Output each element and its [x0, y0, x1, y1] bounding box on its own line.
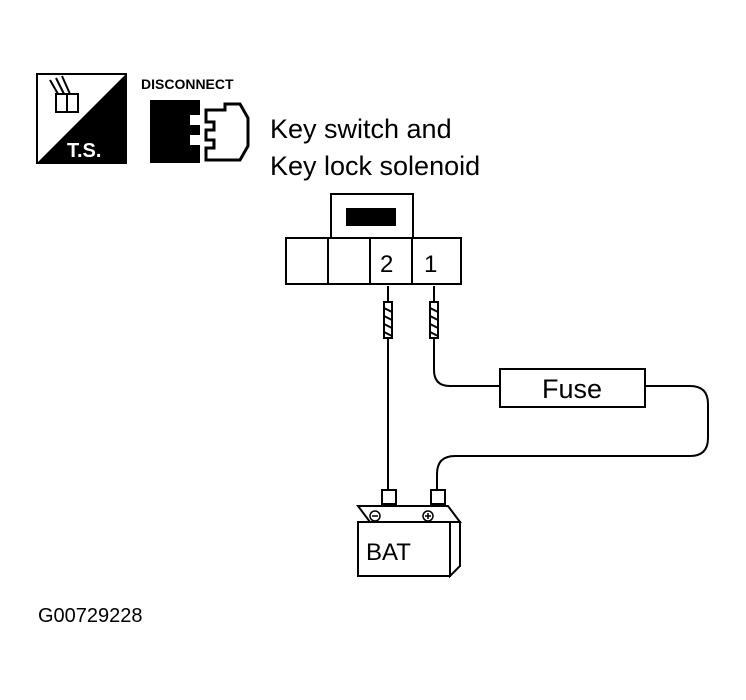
- component-label-line2: Key lock solenoid: [270, 151, 480, 181]
- fuse-label: Fuse: [542, 374, 602, 404]
- pin-1-label: 1: [424, 251, 437, 278]
- figure-code: G00729228: [38, 605, 143, 627]
- disconnect-label: DISCONNECT: [141, 76, 234, 92]
- component-label-line1: Key switch and: [270, 114, 452, 144]
- connector-lock-tab: [346, 208, 396, 226]
- wires: [387, 338, 709, 492]
- battery-label: BAT: [366, 539, 411, 566]
- ts-label: T.S.: [67, 140, 101, 162]
- disconnect-icon: DISCONNECT: [141, 76, 250, 163]
- battery: BAT: [356, 489, 462, 579]
- pin-2-label: 2: [380, 251, 393, 278]
- fuse: Fuse: [499, 368, 646, 408]
- test-tool-icon: T.S.: [36, 73, 127, 164]
- connector: 2 1: [285, 193, 462, 285]
- probe-pin-2: [383, 286, 393, 339]
- probe-pin-1: [429, 286, 439, 339]
